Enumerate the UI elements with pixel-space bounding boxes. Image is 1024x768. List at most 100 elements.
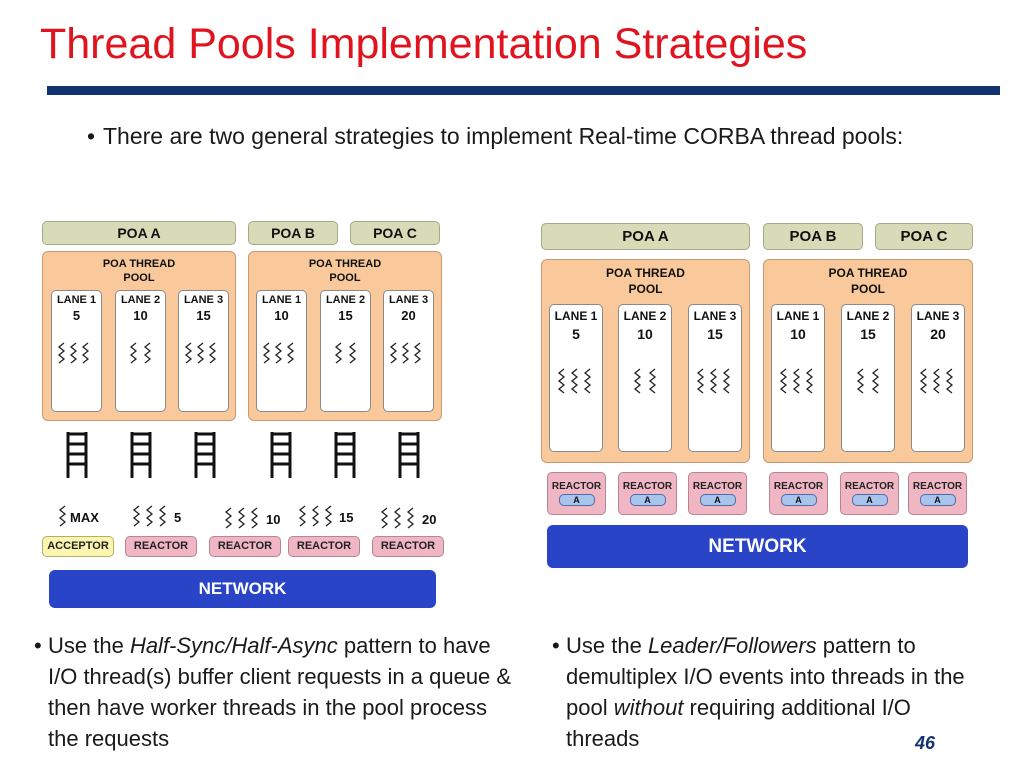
reactor-box: REACTOR A [547, 472, 606, 515]
reactor-box: REACTOR [288, 536, 360, 557]
reactor-box: REACTOR A [688, 472, 747, 515]
thread-squiggle-icon [132, 505, 167, 527]
page-number: 46 [915, 733, 936, 753]
title-rule [47, 86, 1000, 95]
reactor-tag: A [851, 494, 888, 506]
thread-squiggle-icon [380, 507, 415, 529]
io-thread-count: 20 [422, 512, 437, 527]
lane-priority: 20 [401, 308, 416, 323]
intro-text: There are two general strategies to impl… [103, 123, 904, 149]
reactor-label: REACTOR [844, 481, 895, 492]
lane-name: LANE 2 [846, 309, 890, 323]
io-thread-count: 5 [174, 510, 182, 525]
reactor-box: REACTOR A [618, 472, 677, 515]
bullet-text-mid: pattern to demultiplex I/O events into t… [566, 633, 965, 720]
lane-priority: 15 [707, 326, 723, 342]
right-network-bar: NETWORK [547, 525, 968, 568]
io-thread-count: 15 [339, 510, 354, 525]
thread-squiggle-icon [184, 342, 217, 364]
thread-squiggle-icon [334, 342, 357, 364]
reactor-label: REACTOR [912, 481, 963, 492]
lane-priority: 15 [860, 326, 876, 342]
pool-title: POA THREAD POOL [828, 266, 908, 296]
thread-squiggle-icon [919, 368, 954, 394]
reactor-label: REACTOR [773, 481, 824, 492]
bullet-dot: • [34, 633, 42, 658]
left-lane: LANE 2 15 [320, 290, 371, 412]
left-network-bar: NETWORK [49, 570, 436, 608]
reactor-box: REACTOR [372, 536, 444, 557]
left-poa-b: POA B [248, 221, 338, 245]
acceptor-box: ACCEPTOR [42, 536, 114, 557]
lane-name: LANE 3 [388, 294, 429, 306]
half-sync-half-async-diagram: POA A POA B POA C POA THREAD POOL POA TH… [0, 0, 512, 620]
right-lane: LANE 2 10 [618, 304, 672, 452]
io-thread-count: 10 [266, 512, 281, 527]
queue-ladder-icon [66, 432, 88, 478]
lane-name: LANE 3 [693, 309, 737, 323]
pool-title: POA THREAD POOL [308, 258, 382, 284]
pool-title: POA THREAD POOL [102, 258, 176, 284]
pattern-name: Leader/Followers [647, 633, 817, 658]
lane-name: LANE 3 [183, 294, 224, 306]
io-thread-count: MAX [70, 510, 99, 525]
slide-title: Thread Pools Implementation Strategies [40, 20, 808, 68]
left-poa-a: POA A [42, 221, 236, 245]
bullet-dot: • [87, 123, 96, 149]
bullet-text-pre: Use the [566, 633, 648, 658]
reactor-tag: A [780, 494, 817, 506]
reactor-label: REACTOR [692, 481, 743, 492]
left-lane: LANE 1 10 [256, 290, 307, 412]
bullet-text-pre: Use the [48, 633, 130, 658]
queue-ladder-icon [334, 432, 356, 478]
lane-name: LANE 1 [261, 294, 302, 306]
reactor-label: REACTOR [622, 481, 673, 492]
thread-squiggle-icon [129, 342, 152, 364]
thread-squiggle-icon [262, 342, 295, 364]
queue-ladder-icon [194, 432, 216, 478]
thread-squiggle-icon [389, 342, 422, 364]
reactor-tag: A [919, 494, 956, 506]
thread-squiggle-icon [557, 368, 592, 394]
reactor-box: REACTOR A [908, 472, 967, 515]
pattern-name: Half-Sync/Half-Async [129, 633, 338, 658]
reactor-box: REACTOR A [769, 472, 828, 515]
thread-squiggle-icon [57, 342, 90, 364]
thread-squiggle-icon [633, 368, 657, 394]
thread-squiggle-icon [779, 368, 814, 394]
right-lane: LANE 3 20 [911, 304, 965, 452]
reactor-box: REACTOR [125, 536, 197, 557]
queue-ladder-icon [130, 432, 152, 478]
reactor-label: REACTOR [551, 481, 602, 492]
reactor-tag: A [699, 494, 736, 506]
right-poa-b: POA B [763, 223, 863, 250]
right-bullet: • Use the Leader/Followers pattern to de… [552, 630, 986, 754]
lane-name: LANE 2 [623, 309, 667, 323]
lane-priority: 10 [637, 326, 653, 342]
reactor-box: REACTOR [209, 536, 281, 557]
lane-priority: 10 [790, 326, 806, 342]
lane-priority: 5 [572, 326, 580, 342]
thread-squiggle-icon [696, 368, 731, 394]
reactor-box: REACTOR A [840, 472, 899, 515]
leader-followers-diagram: POA A POA B POA C POA THREAD POOL POA TH… [541, 223, 973, 568]
lane-priority: 5 [72, 308, 81, 323]
lane-name: LANE 2 [120, 294, 161, 306]
left-poa-c: POA C [350, 221, 440, 245]
right-poa-c: POA C [875, 223, 973, 250]
queue-ladder-icon [398, 432, 420, 478]
thread-squiggle-icon [224, 507, 259, 529]
lane-priority: 10 [274, 308, 289, 323]
left-lane: LANE 2 10 [115, 290, 166, 412]
right-lane: LANE 1 10 [771, 304, 825, 452]
reactor-tag: A [629, 494, 666, 506]
bullet-dot: • [552, 633, 560, 658]
left-lane: LANE 1 5 [51, 290, 102, 412]
right-lane: LANE 1 5 [549, 304, 603, 452]
right-poa-a: POA A [541, 223, 750, 250]
bullet-text-post: requiring additional I/O threads [566, 695, 911, 751]
right-lane: LANE 2 15 [841, 304, 895, 452]
thread-squiggle-icon [58, 505, 67, 527]
thread-squiggle-icon [856, 368, 880, 394]
lane-name: LANE 3 [916, 309, 960, 323]
